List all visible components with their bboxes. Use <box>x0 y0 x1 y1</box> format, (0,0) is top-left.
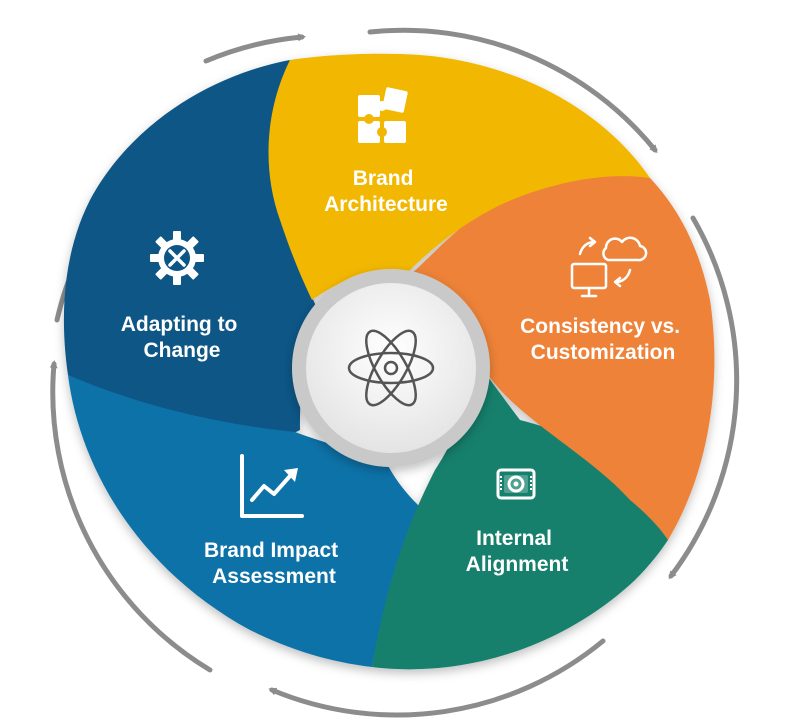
center-hub <box>292 269 490 467</box>
segment-consistency[interactable] <box>410 175 715 541</box>
ring-arrow-right <box>668 215 740 580</box>
label-impact-assessment: Brand Impact Assessment <box>204 539 344 588</box>
label-adapting: Adapting to Change <box>121 313 243 362</box>
growth-chart-icon <box>240 454 304 518</box>
atom-icon <box>347 329 435 407</box>
label-brand-architecture: Brand Architecture <box>324 167 448 216</box>
ring-arrow-bottom <box>268 638 606 718</box>
label-internal-alignment: Internal Alignment <box>466 527 569 576</box>
cloud-monitor-sync-icon <box>570 236 648 298</box>
gear-tools-icon <box>150 231 204 285</box>
target-map-icon <box>496 468 536 500</box>
segment-labels: Brand Architecture Consistency vs. Custo… <box>121 167 686 588</box>
segment-alignment[interactable] <box>372 368 668 670</box>
ring-arrow-top-right <box>367 27 658 154</box>
label-consistency: Consistency vs. Customization <box>520 315 686 364</box>
ring-arrow-left <box>49 360 213 673</box>
ring-arrow-top <box>203 33 306 64</box>
puzzle-icon <box>358 87 408 143</box>
